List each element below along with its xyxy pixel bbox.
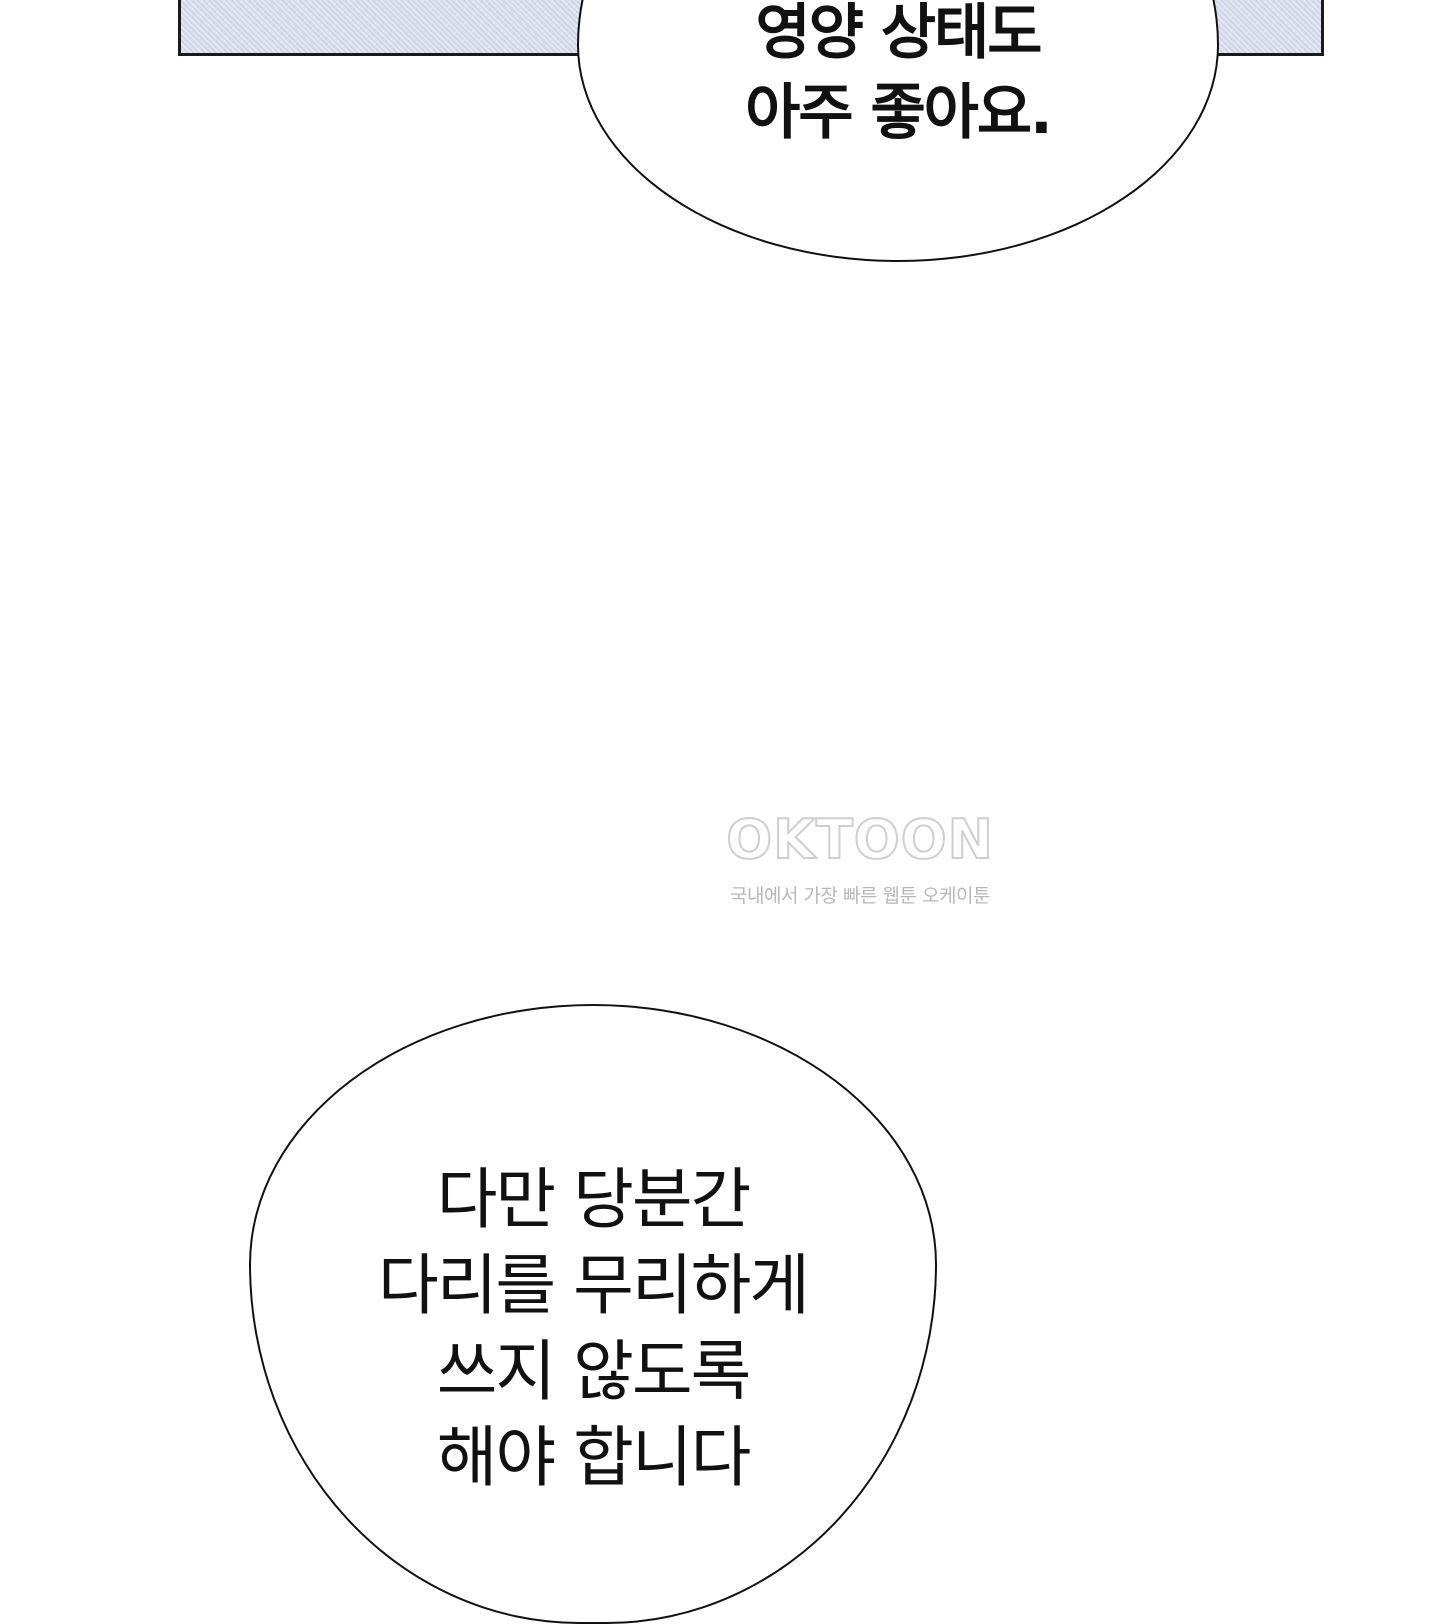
watermark-logo: OKTOON [725,807,994,872]
speech-bubble-bottom: 다만 당분간 다리를 무리하게 쓰지 않도록 해야 합니다 [249,1004,937,1624]
speech-line: 다리를 무리하게 [377,1247,810,1324]
speech-line: 아주 좋아요. [745,78,1053,148]
watermark: OKTOON 국내에서 가장 빠른 웹툰 오케이툰 [700,805,1020,908]
speech-bubble-top: 영양 상태도 아주 좋아요. [577,0,1219,262]
watermark-tagline: 국내에서 가장 빠른 웹툰 오케이툰 [730,885,990,907]
speech-line: 영양 상태도 [755,0,1043,68]
speech-line: 다만 당분간 [436,1161,752,1238]
speech-line: 쓰지 않도록 [436,1333,752,1410]
speech-line: 해야 합니다 [436,1419,752,1496]
